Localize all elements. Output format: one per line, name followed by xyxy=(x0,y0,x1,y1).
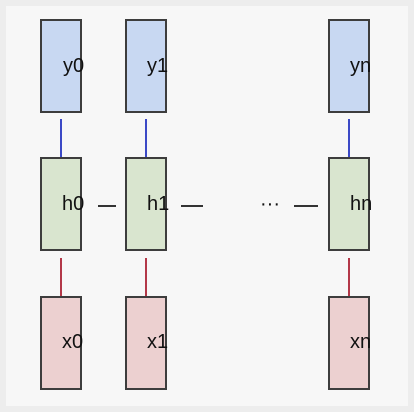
output-label-1: y1 xyxy=(147,55,169,77)
input-to-hidden-connector-0 xyxy=(60,258,62,296)
input-label-0: x0 xyxy=(62,331,84,353)
recurrent-connector-0 xyxy=(98,205,116,207)
input-box-n xyxy=(328,296,370,390)
rnn-diagram: y0 h0 x0 y1 h1 x1 ··· yn hn xn xyxy=(6,6,408,406)
hidden-label-0: h0 xyxy=(62,193,85,215)
output-box-1 xyxy=(125,19,167,113)
input-box-0 xyxy=(40,296,82,390)
output-label-0: y0 xyxy=(63,55,85,77)
hidden-to-output-connector-1 xyxy=(145,119,147,157)
input-label-1: x1 xyxy=(147,331,169,353)
hidden-label-n: hn xyxy=(350,193,373,215)
input-box-1 xyxy=(125,296,167,390)
hidden-to-output-connector-n xyxy=(348,119,350,157)
hidden-label-1: h1 xyxy=(147,193,170,215)
ellipsis: ··· xyxy=(260,193,280,215)
hidden-box-0 xyxy=(40,157,82,251)
input-to-hidden-connector-1 xyxy=(145,258,147,296)
recurrent-connector-1 xyxy=(181,205,203,207)
hidden-box-n xyxy=(328,157,370,251)
output-label-n: yn xyxy=(350,55,372,77)
hidden-to-output-connector-0 xyxy=(60,119,62,157)
output-box-0 xyxy=(40,19,82,113)
recurrent-connector-n xyxy=(294,205,318,207)
input-to-hidden-connector-n xyxy=(348,258,350,296)
input-label-n: xn xyxy=(350,331,372,353)
hidden-box-1 xyxy=(125,157,167,251)
output-box-n xyxy=(328,19,370,113)
